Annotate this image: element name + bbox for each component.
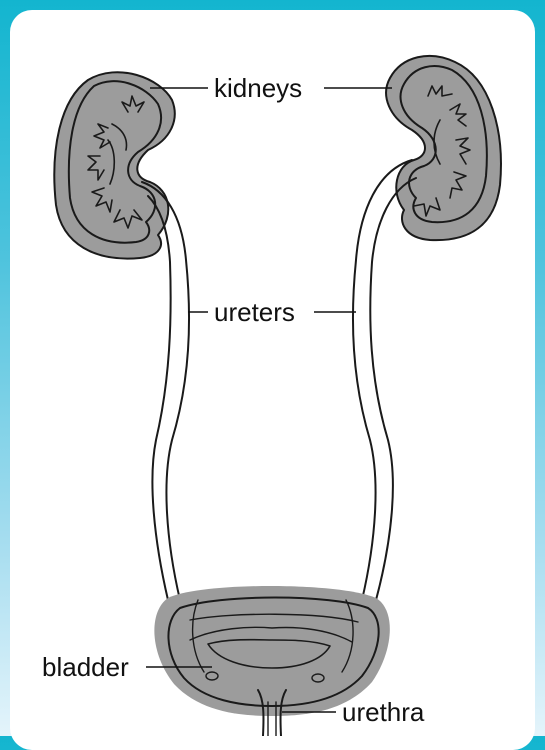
label-ureters-group: ureters xyxy=(188,297,356,327)
label-kidneys: kidneys xyxy=(214,73,302,103)
label-bladder: bladder xyxy=(42,652,129,682)
right-kidney xyxy=(386,56,501,240)
label-kidneys-group: kidneys xyxy=(150,73,392,103)
label-urethra: urethra xyxy=(342,697,425,727)
left-kidney xyxy=(54,72,174,258)
label-ureters: ureters xyxy=(214,297,295,327)
